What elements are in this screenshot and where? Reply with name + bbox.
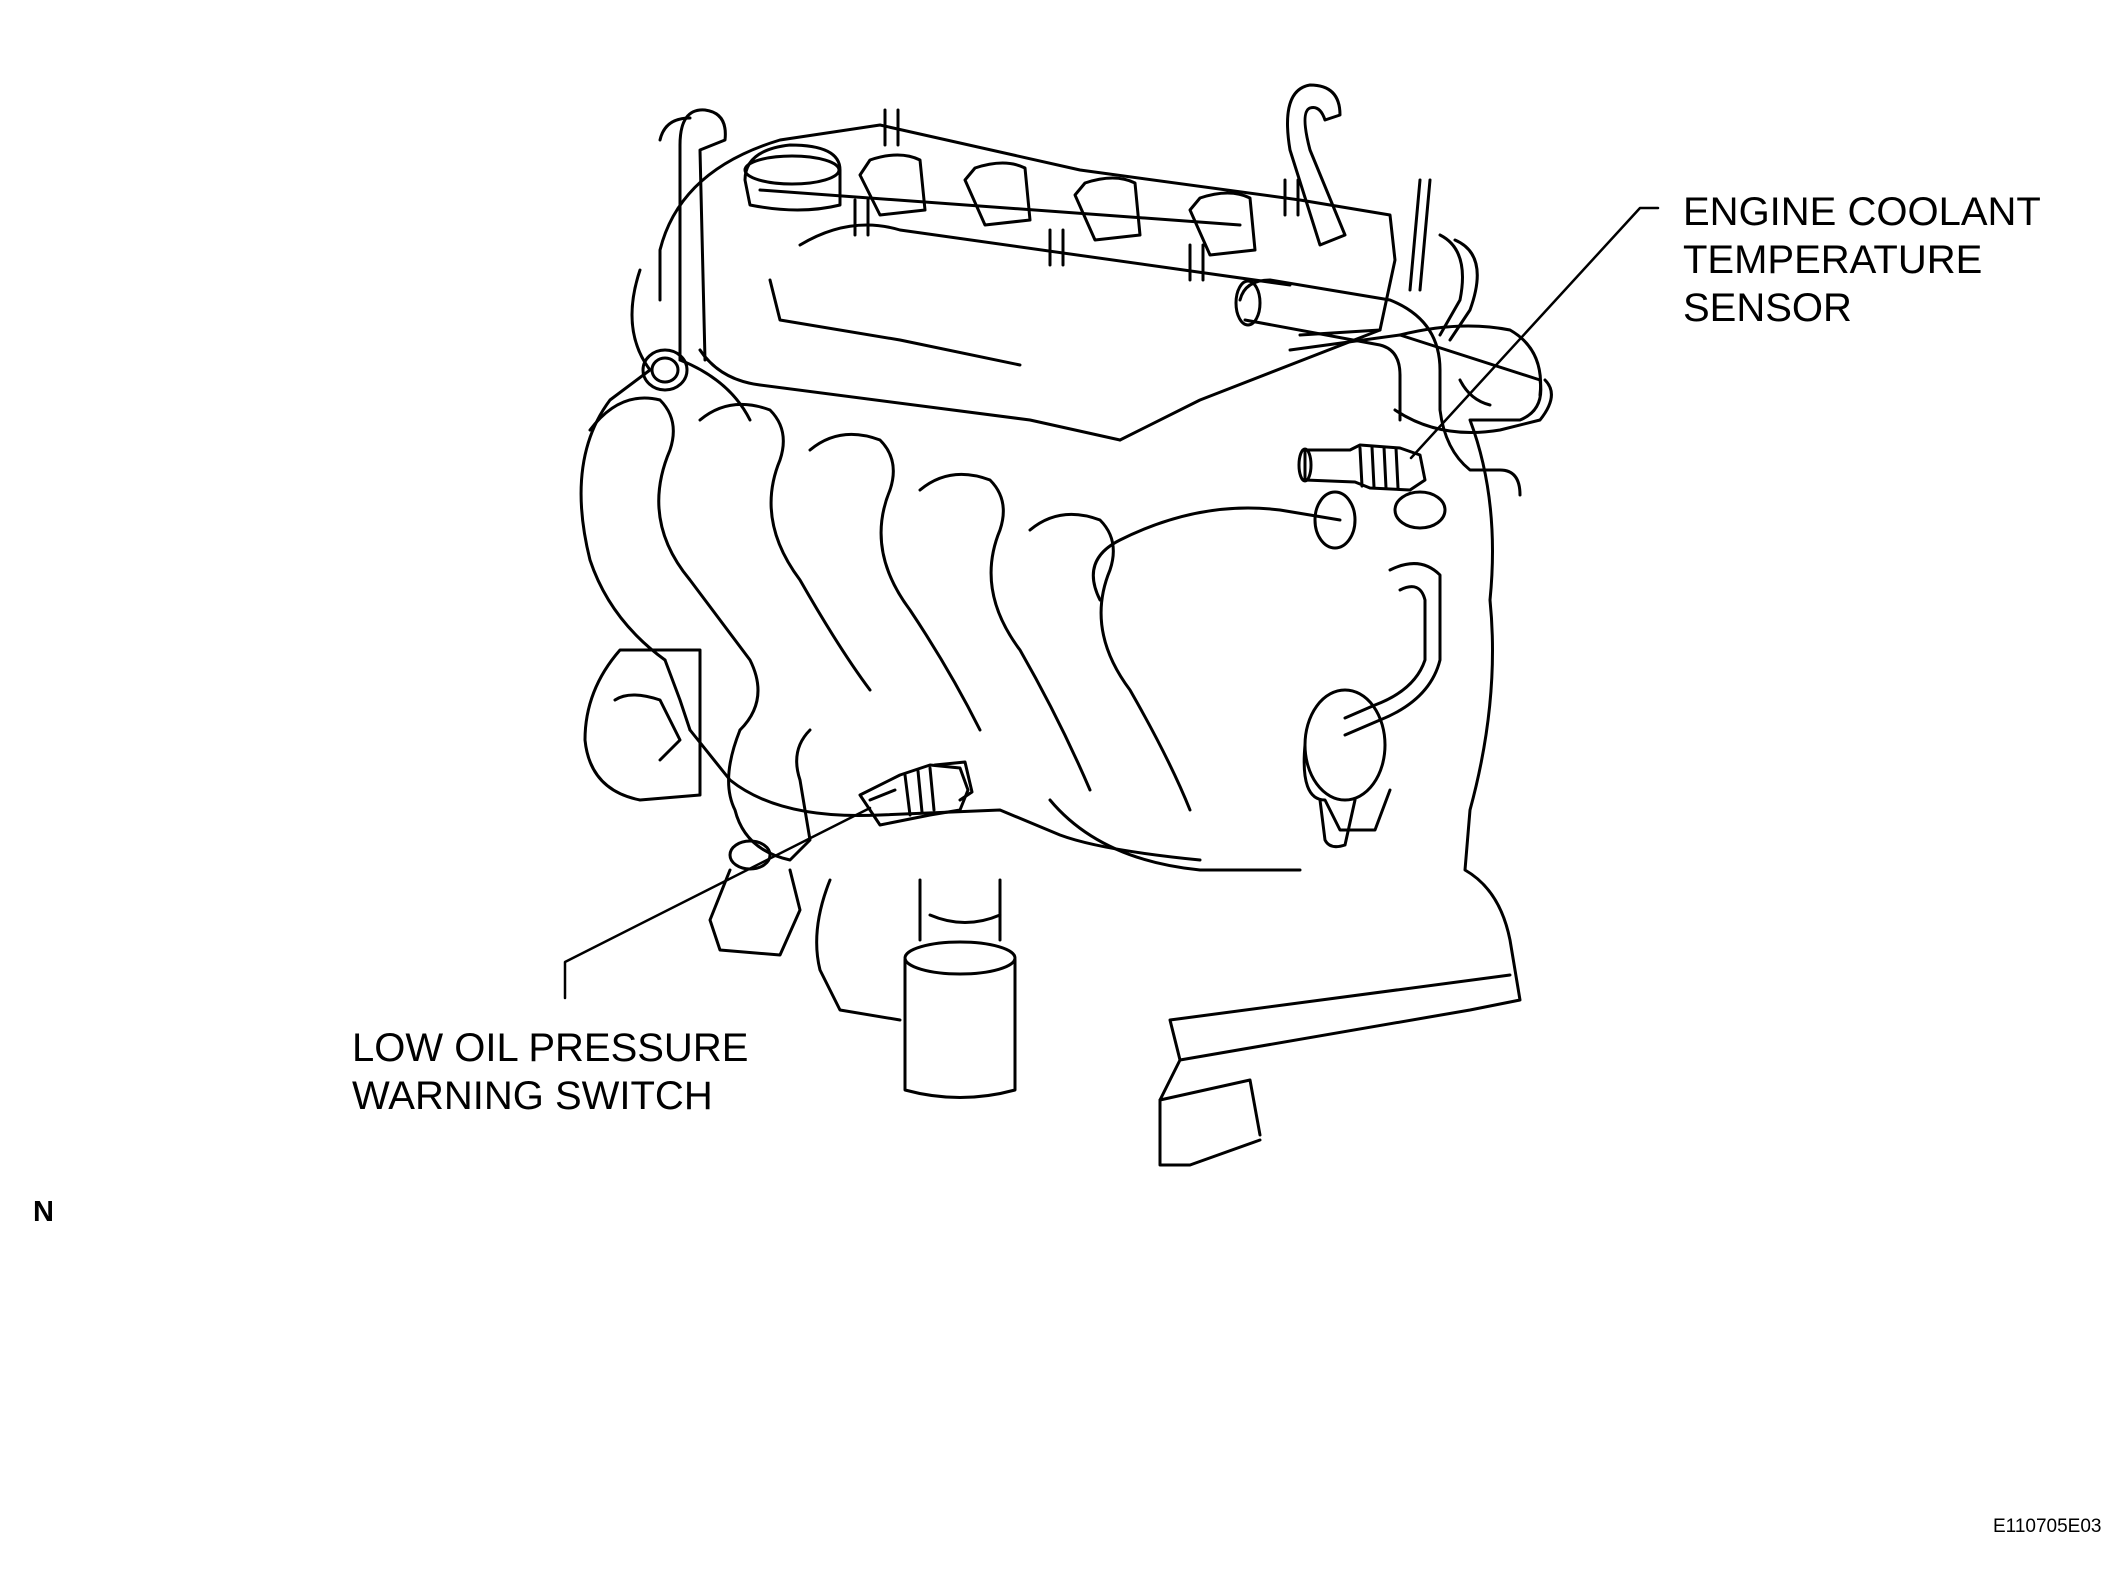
leader-line-coolant (1409, 206, 1660, 460)
exhaust-manifold (588, 328, 1382, 872)
coolant-temperature-sensor (1297, 443, 1447, 550)
coolant-sensor-label: ENGINE COOLANT TEMPERATURE SENSOR (1683, 188, 2041, 332)
water-outlet-pipe (1234, 278, 1553, 497)
figure-code: E110705E03 (1993, 1516, 2102, 1537)
coolant-label-line-3: SENSOR (1683, 286, 1852, 330)
coolant-pipe (1343, 562, 1442, 737)
thermostat-housing (1302, 688, 1392, 849)
cylinder-head (658, 83, 1479, 442)
engine-left-side (583, 348, 902, 1022)
oil-filter (903, 878, 1017, 1099)
corner-mark: N (33, 1196, 54, 1228)
engine-block (579, 268, 1543, 1167)
oil-label-line-1: LOW OIL PRESSURE (352, 1026, 749, 1070)
oil-label-line-2: WARNING SWITCH (352, 1074, 713, 1118)
leader-line-oil (563, 806, 872, 1000)
oil-switch-label: LOW OIL PRESSURE WARNING SWITCH (352, 1024, 748, 1120)
coolant-label-line-1: ENGINE COOLANT (1683, 190, 2041, 234)
oil-pressure-switch (858, 760, 974, 827)
coolant-label-line-2: TEMPERATURE (1683, 238, 1983, 282)
breather-pipe (658, 108, 752, 422)
